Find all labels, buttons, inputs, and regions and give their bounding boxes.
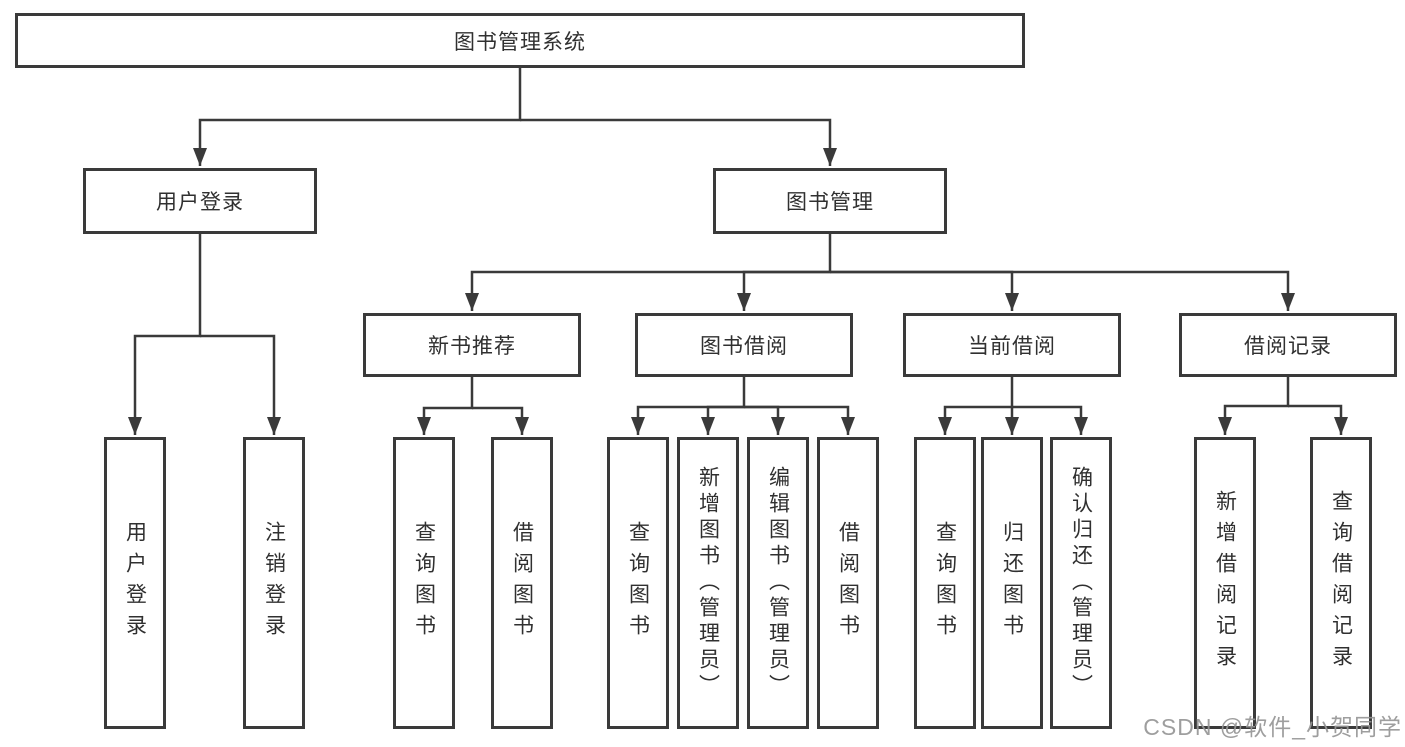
- leaf-query-books-3: 查询图书: [914, 437, 976, 729]
- node-label: 新书推荐: [428, 335, 516, 358]
- leaf-borrow-books-2: 借阅图书: [817, 437, 879, 729]
- node-new-book-recommendation: 新书推荐: [363, 313, 581, 377]
- node-label: 借阅图书: [510, 521, 534, 645]
- leaf-user-login: 用户登录: [104, 437, 166, 729]
- csdn-watermark: CSDN @软件_小贺同学: [1143, 714, 1402, 740]
- leaf-logout: 注销登录: [243, 437, 305, 729]
- node-label: 图书借阅: [700, 335, 788, 358]
- leaf-edit-book-admin: 编辑图书（管理员）: [747, 437, 809, 729]
- node-label: 图书管理: [786, 191, 874, 214]
- node-label: 当前借阅: [968, 335, 1056, 358]
- leaf-add-book-admin: 新增图书（管理员）: [677, 437, 739, 729]
- node-user-login: 用户登录: [83, 168, 317, 234]
- node-label: 归还图书: [1000, 521, 1024, 645]
- node-borrowing-records: 借阅记录: [1179, 313, 1397, 377]
- leaf-query-borrow-record: 查询借阅记录: [1310, 437, 1372, 729]
- leaf-confirm-return-admin: 确认归还（管理员）: [1050, 437, 1112, 729]
- node-library-management-system: 图书管理系统: [15, 13, 1025, 68]
- leaf-return-book: 归还图书: [981, 437, 1043, 729]
- leaf-borrow-books-1: 借阅图书: [491, 437, 553, 729]
- node-label: 编辑图书（管理员）: [766, 466, 790, 700]
- node-label: 查询图书: [626, 521, 650, 645]
- leaf-query-books-1: 查询图书: [393, 437, 455, 729]
- node-label: 查询图书: [933, 521, 957, 645]
- node-label: 新增借阅记录: [1213, 490, 1237, 676]
- node-book-management: 图书管理: [713, 168, 947, 234]
- node-label: 借阅图书: [836, 521, 860, 645]
- node-label: 注销登录: [262, 521, 286, 645]
- node-label: 新增图书（管理员）: [696, 466, 720, 700]
- node-book-borrowing: 图书借阅: [635, 313, 853, 377]
- node-label: 用户登录: [123, 521, 147, 645]
- node-label: 图书管理系统: [454, 30, 586, 54]
- node-label: 确认归还（管理员）: [1069, 466, 1093, 700]
- leaf-query-books-2: 查询图书: [607, 437, 669, 729]
- node-label: 用户登录: [156, 191, 244, 214]
- node-current-borrowing: 当前借阅: [903, 313, 1121, 377]
- node-label: 查询图书: [412, 521, 436, 645]
- node-label: 借阅记录: [1244, 335, 1332, 358]
- leaf-add-borrow-record: 新增借阅记录: [1194, 437, 1256, 729]
- node-label: 查询借阅记录: [1329, 490, 1353, 676]
